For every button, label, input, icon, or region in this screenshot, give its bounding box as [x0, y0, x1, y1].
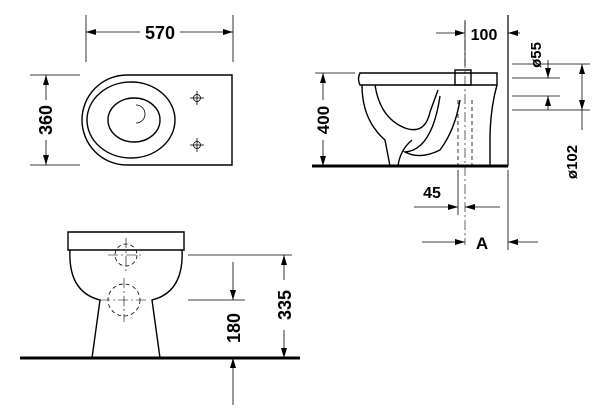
- dimension-label-180: 180: [224, 313, 244, 343]
- side-view-back: [489, 84, 498, 166]
- front-view-bowl-right: [151, 249, 183, 359]
- dimension-plan-width: 570: [85, 15, 234, 62]
- dimension-label-400: 400: [314, 106, 333, 134]
- dimension-outlet-offset: 45: [414, 170, 500, 215]
- dimension-inlet-diameter: ø55: [512, 42, 560, 110]
- top-view-bowl: [107, 97, 161, 143]
- top-view-rim: [86, 81, 176, 159]
- top-view-outline: [81, 74, 233, 166]
- front-view-bowl: [69, 249, 101, 359]
- side-view-trap: [374, 84, 439, 131]
- dimension-outlet-center-height: 180: [224, 262, 244, 405]
- side-view-inlet: [454, 69, 472, 86]
- dimension-label-570: 570: [145, 23, 175, 43]
- dimension-label-45: 45: [423, 185, 441, 202]
- dimension-outlet-top-height: 335: [275, 255, 295, 358]
- dimension-plan-depth: 360: [30, 74, 80, 166]
- dimension-label-a: A: [476, 234, 488, 253]
- fixing-point-lower: [190, 138, 204, 152]
- fixing-point-upper: [190, 91, 204, 105]
- dimension-rim-height: 400: [314, 72, 355, 166]
- front-view-rim: [67, 231, 185, 251]
- dimension-outlet-diameter: ø102: [512, 63, 590, 179]
- top-view: 570 360: [30, 15, 234, 166]
- side-view-pedestal: [397, 139, 413, 167]
- side-view-trap-inner: [402, 95, 461, 157]
- dimension-rear-offset: 100: [436, 20, 520, 66]
- dimension-label-335: 335: [275, 290, 295, 320]
- side-view-bowl: [361, 84, 391, 167]
- top-view-outlet: [135, 104, 146, 124]
- dimension-label-o102: ø102: [564, 145, 581, 179]
- side-view-rim: [357, 72, 498, 86]
- front-view: 180 335: [20, 231, 300, 405]
- dimension-label-360: 360: [36, 105, 56, 135]
- dimension-label-100: 100: [471, 27, 498, 44]
- dimension-label-o55: ø55: [528, 42, 545, 68]
- dimension-variable-a: A: [422, 170, 538, 253]
- side-view: 100 ø55 ø102 40: [312, 15, 590, 253]
